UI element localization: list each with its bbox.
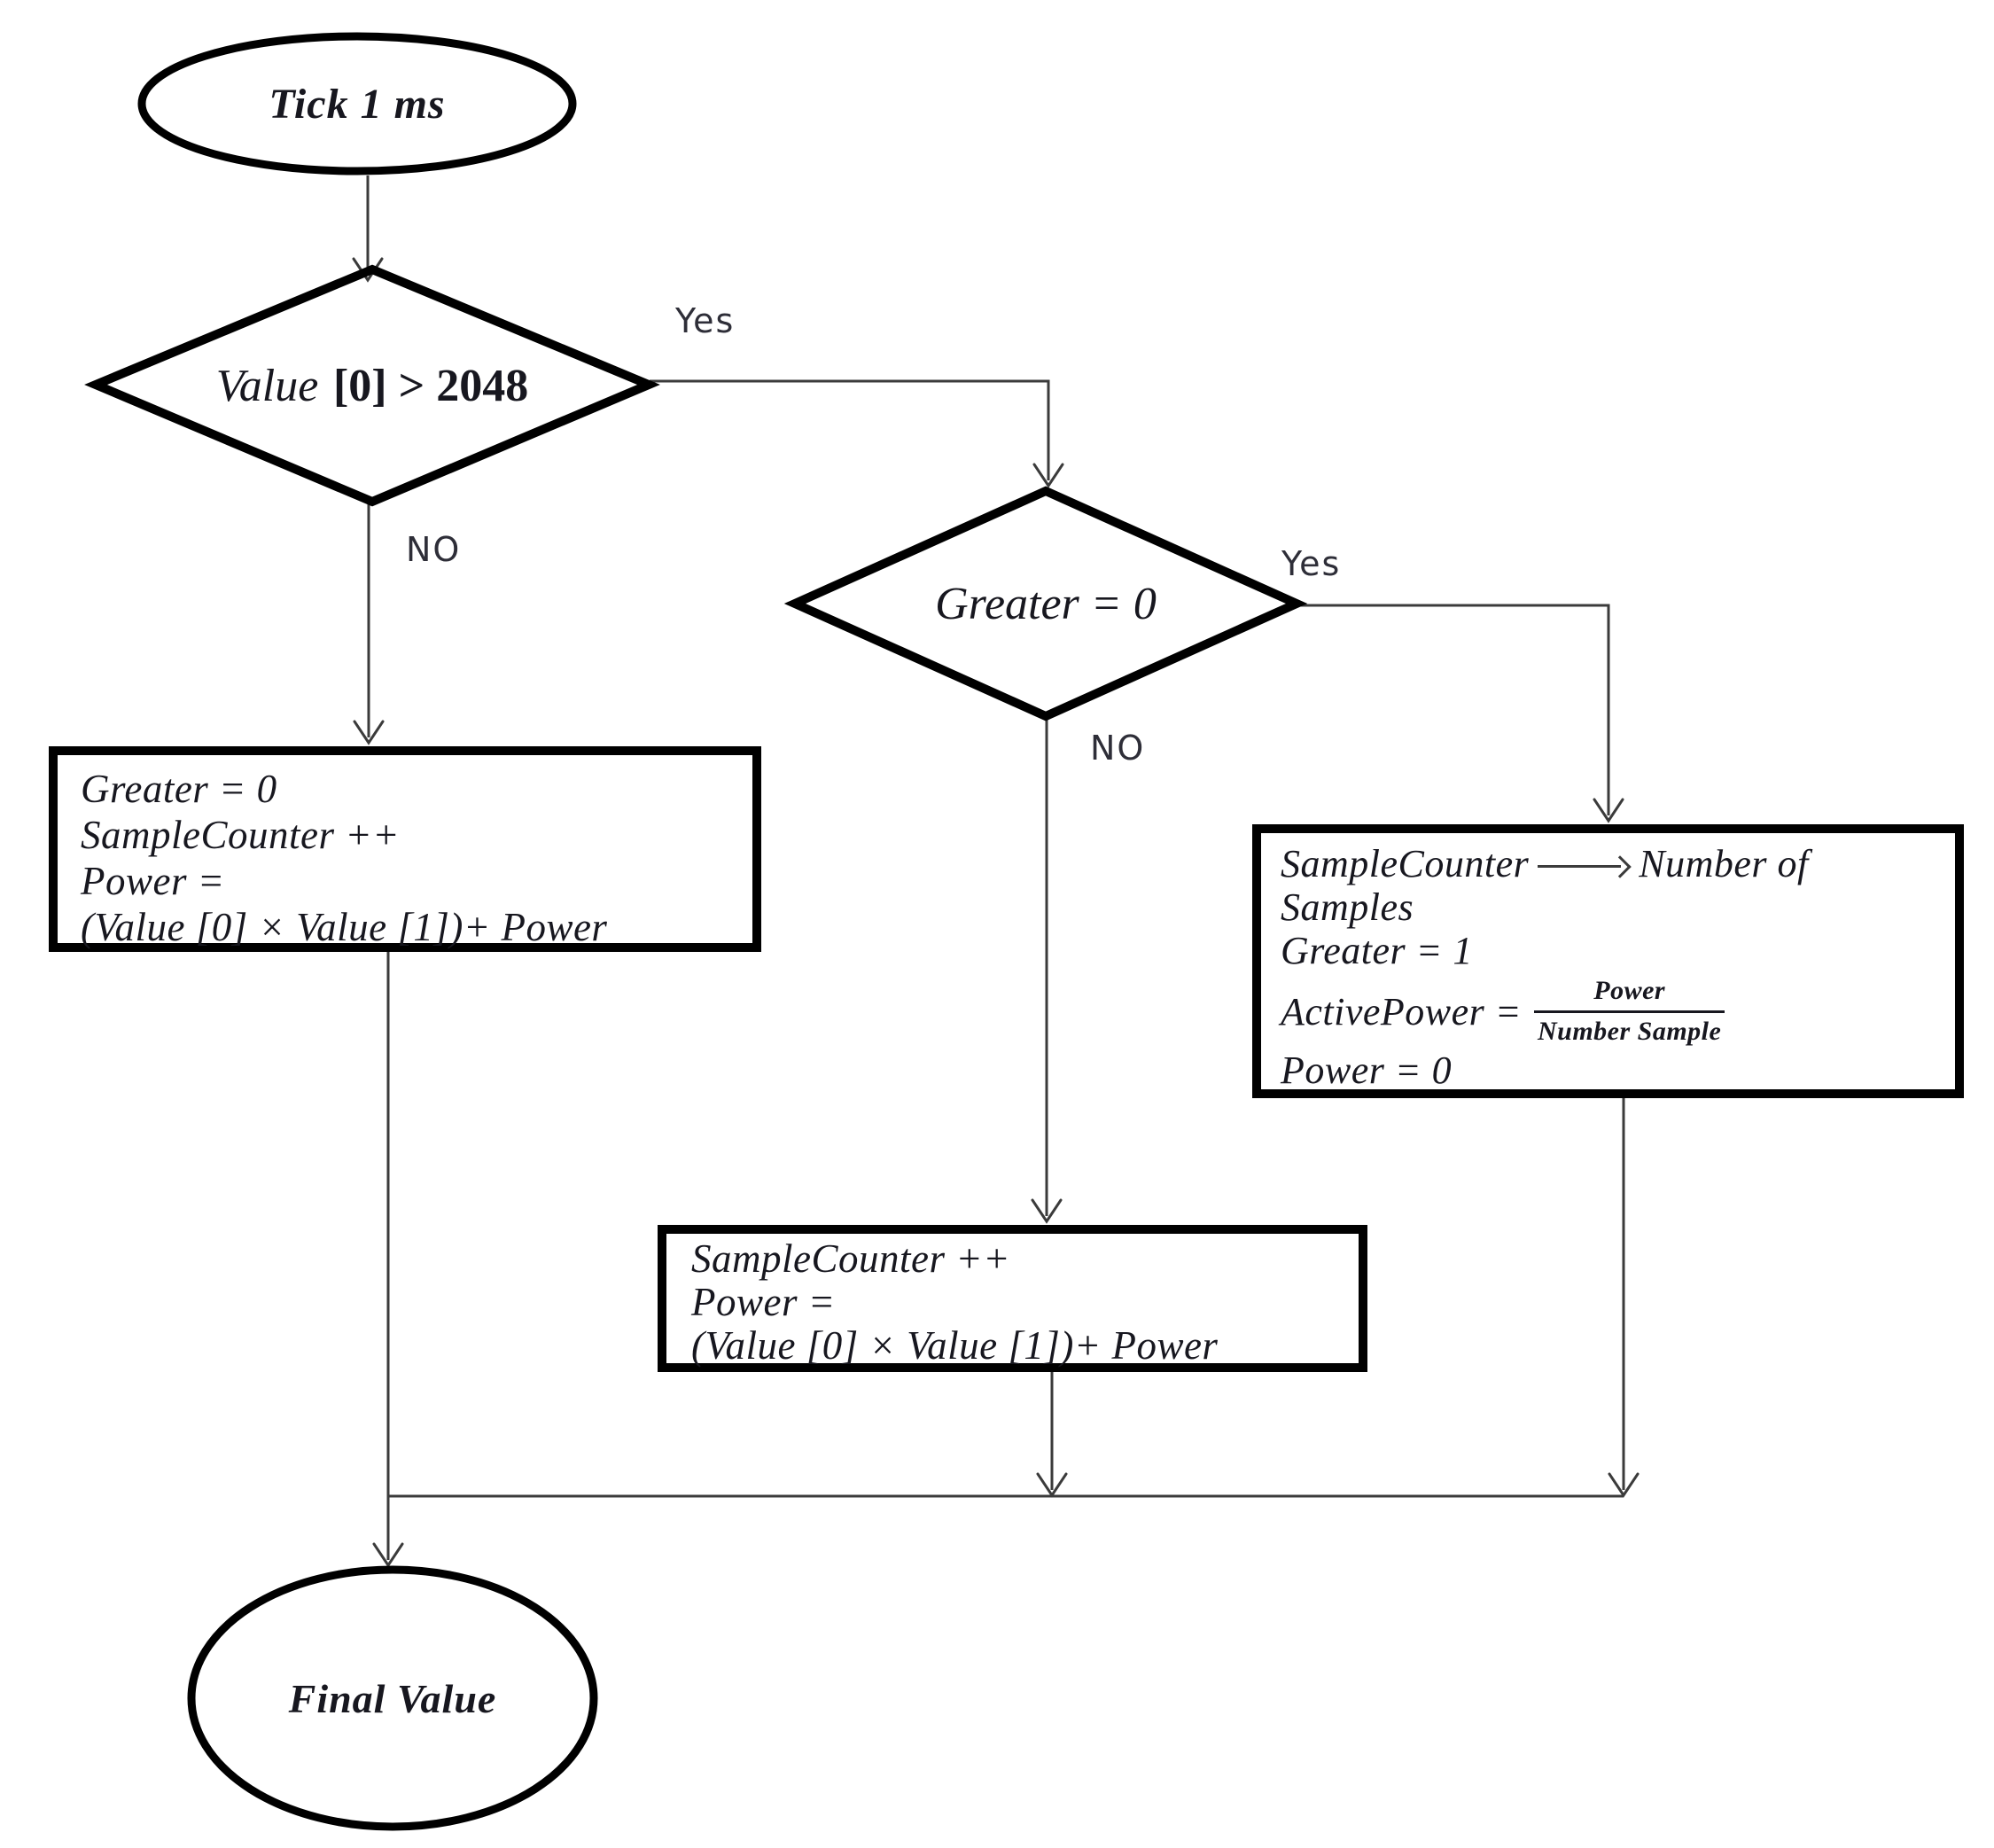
fraction-numerator: Power — [1533, 976, 1725, 1013]
process-box-no-branch: Greater = 0 SampleCounter ++ Power = (Va… — [49, 746, 761, 952]
right-box-line2: Samples — [1281, 885, 1414, 929]
arrowhead-right-box — [1593, 798, 1624, 823]
end-node-label: Final Value — [191, 1585, 594, 1812]
right-box-line3: Greater = 1 — [1281, 929, 1473, 972]
start-text: Tick 1 ms — [269, 80, 446, 128]
arrowhead-decision2 — [1032, 463, 1064, 488]
decision2-text: Greater = 0 — [935, 578, 1157, 629]
maps-to-arrow-icon — [1538, 851, 1632, 878]
arrowhead-left-box — [353, 720, 385, 745]
decision1-variable: Value — [215, 360, 319, 411]
right-box-line4-pre: ActivePower = — [1281, 989, 1522, 1033]
edge-decision1-yes — [650, 379, 1050, 480]
mid-box-line2: Power = — [691, 1280, 836, 1324]
process-box-yes-branch: SampleCounter Number of Samples Greater … — [1252, 824, 1964, 1098]
decision2-label: Greater = 0 — [795, 491, 1297, 716]
decision2-no-label: NO — [1090, 729, 1146, 768]
right-box-line4: ActivePower = Power Number Sample — [1281, 976, 1955, 1047]
left-box-line2: SampleCounter ++ — [81, 813, 400, 857]
arrowhead-end-ellipse — [372, 1542, 404, 1568]
edge-decision2-yes — [1297, 604, 1610, 815]
left-box-line4: (Value [0] × Value [1])+ Power — [81, 905, 608, 949]
arrowhead-mid-box — [1031, 1198, 1063, 1224]
right-box-line1: SampleCounter Number of — [1281, 842, 1955, 885]
end-text: Final Value — [288, 1675, 497, 1721]
left-box-line3: Power = — [81, 859, 225, 903]
power-fraction: Power Number Sample — [1533, 976, 1725, 1047]
right-box-line5: Power = 0 — [1281, 1049, 1453, 1092]
end-ellipse — [187, 1565, 598, 1831]
arrowhead-decision1 — [352, 257, 384, 283]
right-box-line1-post: Number of — [1639, 842, 1809, 885]
decision1-condition: [0] > 2048 — [332, 360, 529, 411]
decision1-no-label: NO — [406, 530, 462, 569]
decision1-label: Value [0] > 2048 — [96, 269, 649, 502]
start-ellipse — [137, 32, 577, 175]
decision2-yes-label: Yes — [1281, 544, 1342, 583]
right-box-line1-pre: SampleCounter — [1281, 842, 1530, 885]
decision1-yes-label: Yes — [675, 301, 736, 340]
fraction-denominator: Number Sample — [1537, 1016, 1722, 1046]
process-box-no2-branch: SampleCounter ++ Power = (Value [0] × Va… — [658, 1225, 1367, 1372]
decision2-diamond — [783, 486, 1308, 721]
mid-box-line1: SampleCounter ++ — [691, 1236, 1010, 1281]
left-box-line1: Greater = 0 — [81, 767, 277, 811]
arrowhead-right-junction — [1608, 1472, 1640, 1498]
start-node-label: Tick 1 ms — [153, 46, 561, 161]
mid-box-line3: (Value [0] × Value [1])+ Power — [691, 1323, 1219, 1368]
decision1-diamond — [84, 264, 660, 507]
arrowhead-mid-junction — [1036, 1472, 1068, 1498]
